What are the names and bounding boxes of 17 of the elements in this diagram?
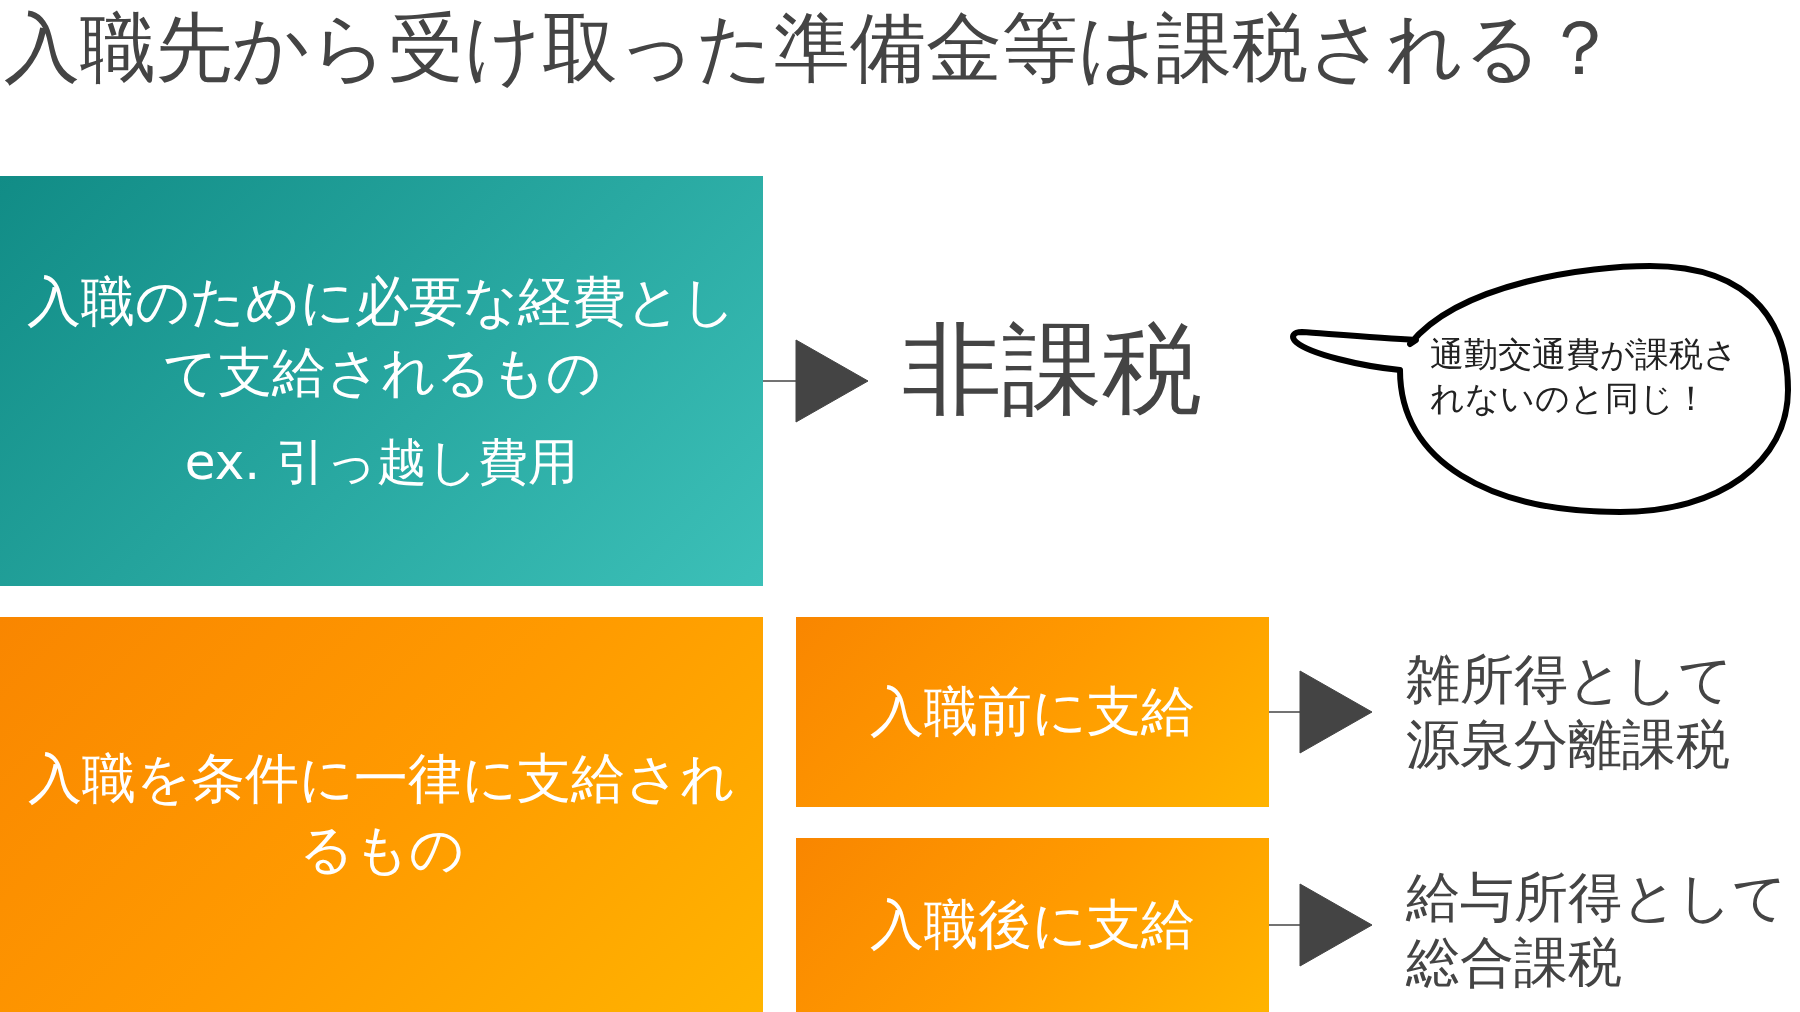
condition-box [796, 617, 1269, 807]
box-label: 入職後に支給 [869, 891, 1196, 958]
condition-box [796, 838, 1269, 1012]
arrow [762, 339, 869, 423]
title: 入職先から受け取った準備金等は課税される？ [4, 2, 1618, 94]
category-box [0, 617, 763, 1012]
bubble-text: 通勤交通費が課税されないのと同じ！ [1430, 333, 1739, 421]
arrow [1268, 883, 1373, 967]
box-label: 入職のために必要な経費として支給されるもの [26, 269, 737, 406]
box-label: 入職前に支給 [869, 678, 1196, 745]
result-text: 雑所得として源泉分離課税 [1372, 640, 1767, 785]
arrow [1268, 670, 1373, 754]
category-box [0, 176, 763, 586]
example-text: ex. 引っ越し費用 [183, 431, 580, 493]
box-label: 入職を条件に一律に支給されるもの [27, 746, 736, 883]
result-text: 給与所得として総合課税 [1372, 858, 1797, 1003]
result-text: 非課税 [868, 315, 1240, 425]
